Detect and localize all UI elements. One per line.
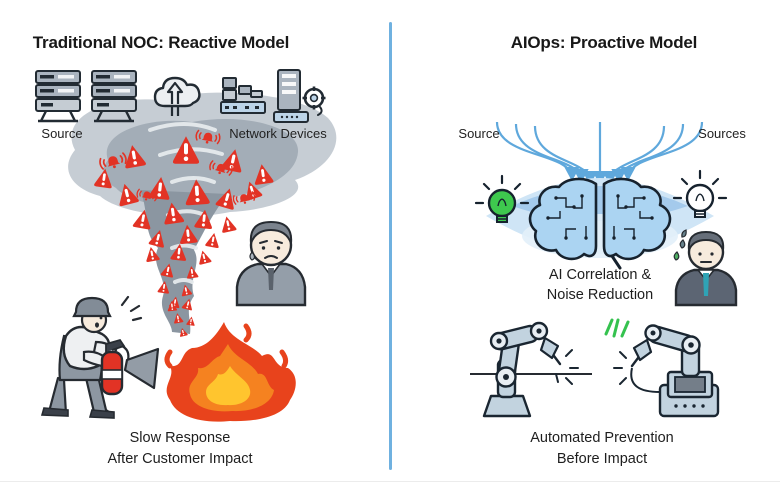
right-source-label: Source [458,126,500,141]
right-caption-line1: Automated Prevention [530,430,674,446]
right-caption-line2: Before Impact [556,450,648,467]
left-source-label: Source [41,126,83,141]
robot-arm-console-icon [604,318,720,418]
right-sources-label: Sources [698,126,746,141]
left-caption-line1: Slow Response [129,430,231,446]
left-panel-title: Traditional NOC: Reactive Model [32,33,290,52]
left-caption: Slow Response After Customer Impact [107,428,252,469]
ai-caption-line1: AI Correlation & [548,267,652,283]
right-caption: Automated Prevention Before Impact [530,428,673,469]
lightbulb-on-icon [474,174,530,223]
right-panel-title: AIOps: Proactive Model [510,33,698,52]
lightbulb-off-icon [672,169,728,218]
data-flow-arrows [495,121,704,186]
left-caption-line2: After Customer Impact [107,450,253,467]
server-rack-icon [34,69,82,123]
firefighter-icon [40,295,160,419]
bottom-rule [0,481,780,482]
ai-brain-icon [486,177,714,270]
fire-icon [164,322,296,422]
ai-caption-line2: Noise Reduction [546,286,654,303]
left-network-devices-label: Network Devices [229,126,327,141]
robot-arm-icon [470,321,592,418]
ai-correlation-caption: AI Correlation & Noise Reduction [547,266,653,305]
worried-operator-icon [235,220,307,307]
panel-divider [389,22,392,470]
stressed-engineer-icon [673,229,738,307]
server-sync-icon [272,68,327,124]
